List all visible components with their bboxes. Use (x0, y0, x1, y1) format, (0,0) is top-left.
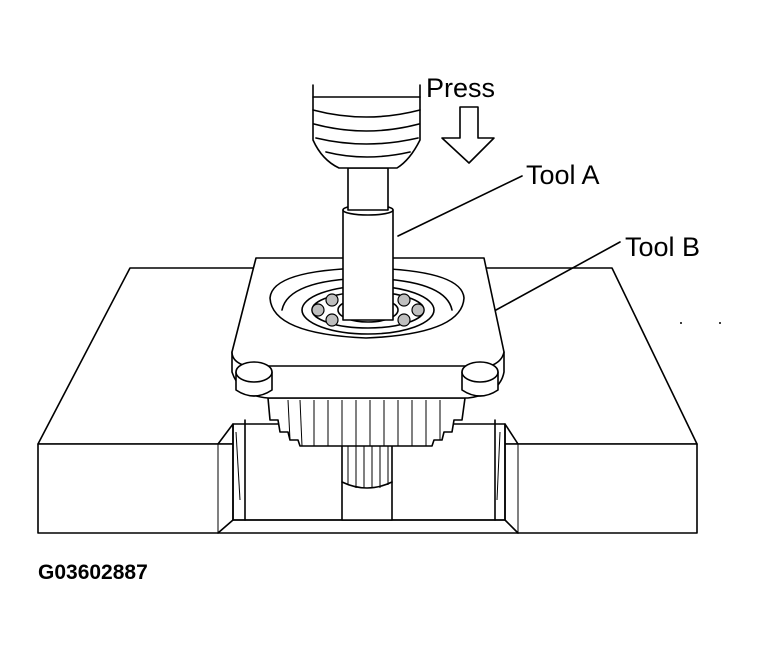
leader-line-tool-a (397, 175, 523, 237)
gear-shaft (267, 397, 466, 521)
tool-a-label: Tool A (526, 160, 600, 190)
bolt-right (461, 361, 499, 397)
figure-code: G03602887 (38, 561, 148, 584)
bolt-left (235, 361, 273, 397)
tool-a (342, 167, 394, 321)
tool-b-label: Tool B (625, 232, 700, 262)
press-ram (312, 84, 421, 169)
press-label: Press (426, 73, 495, 103)
leader-line-tool-b (495, 241, 621, 311)
down-arrow-icon (441, 106, 495, 164)
